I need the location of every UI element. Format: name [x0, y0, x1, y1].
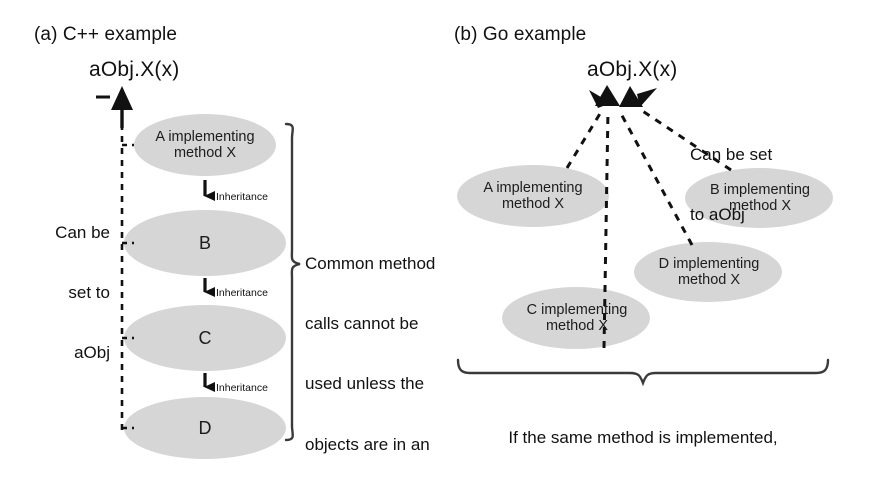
cpp-node-b-label: B	[198, 232, 211, 253]
go-node-d-label: D implementing method X	[659, 256, 760, 288]
go-node-d: D implementing method X	[638, 249, 780, 295]
go-node-a-line-2: method X	[501, 196, 565, 212]
cpp-node-a-line-2: method X	[173, 145, 237, 161]
go-brace-note-line-1: If the same method is implemented,	[508, 428, 778, 448]
cpp-brace-note-line-4: objects are in an	[305, 434, 430, 454]
cpp-node-d: D	[124, 413, 286, 443]
cpp-node-d-label: D	[198, 417, 212, 438]
go-node-a-line-1: A implementing	[483, 180, 583, 196]
cpp-node-c-label: C	[198, 327, 212, 348]
go-brace-note: If the same method is implemented, it ca…	[473, 388, 813, 487]
cpp-brace-note-line-2: calls cannot be	[305, 314, 419, 334]
go-node-d-line-1: D implementing	[658, 256, 760, 272]
cpp-call-expression: aObj.X(x)	[89, 58, 180, 81]
cpp-node-b: B	[124, 228, 286, 258]
cpp-side-note-line-3: aObj	[74, 343, 110, 363]
cpp-node-a-label: A implementing method X	[155, 129, 254, 161]
cpp-call-arrow	[96, 86, 133, 128]
go-node-a: A implementing method X	[462, 173, 604, 219]
go-side-note-line-2: to aObj	[690, 205, 745, 225]
go-node-b-line-2: method X	[728, 198, 792, 214]
cpp-side-note-line-2: set to	[68, 283, 110, 303]
cpp-grouping-brace	[284, 122, 301, 442]
cpp-side-note: Can be set to aObj	[10, 183, 110, 404]
cpp-brace-note: Common method calls cannot be used unles…	[305, 214, 455, 487]
cpp-dashed-stubs	[122, 143, 134, 430]
go-node-b: B implementing method X	[689, 175, 831, 221]
cpp-node-a: A implementing method X	[134, 122, 276, 168]
cpp-edge-label-2: Inheritance	[216, 287, 268, 299]
panel-title-cpp: (a) C++ example	[34, 24, 178, 45]
go-side-note-line-1: Can be set	[690, 145, 773, 165]
cpp-side-note-line-1: Can be	[55, 223, 110, 243]
go-node-c-line-1: C implementing	[526, 302, 628, 318]
go-grouping-brace	[456, 358, 830, 387]
cpp-brace-note-line-3: used unless the	[305, 374, 425, 394]
go-call-expression: aObj.X(x)	[587, 58, 678, 81]
go-node-a-label: A implementing method X	[483, 180, 582, 212]
go-node-b-label: B implementing method X	[710, 182, 810, 214]
cpp-brace-note-line-1: Common method	[305, 254, 436, 274]
go-node-c-line-2: method X	[545, 318, 609, 334]
cpp-edge-label-1: Inheritance	[216, 191, 268, 203]
go-node-c-label: C implementing method X	[527, 302, 628, 334]
cpp-node-c: C	[124, 323, 286, 353]
go-side-note: Can be set to aObj	[690, 105, 850, 265]
cpp-edge-label-3: Inheritance	[216, 382, 268, 394]
go-node-d-line-2: method X	[677, 272, 741, 288]
cpp-node-a-line-1: A implementing	[155, 129, 255, 145]
go-call-arrowheads	[589, 85, 657, 108]
go-node-b-line-1: B implementing	[710, 182, 810, 198]
go-node-c: C implementing method X	[506, 295, 648, 341]
panel-title-go: (b) Go example	[454, 24, 587, 45]
